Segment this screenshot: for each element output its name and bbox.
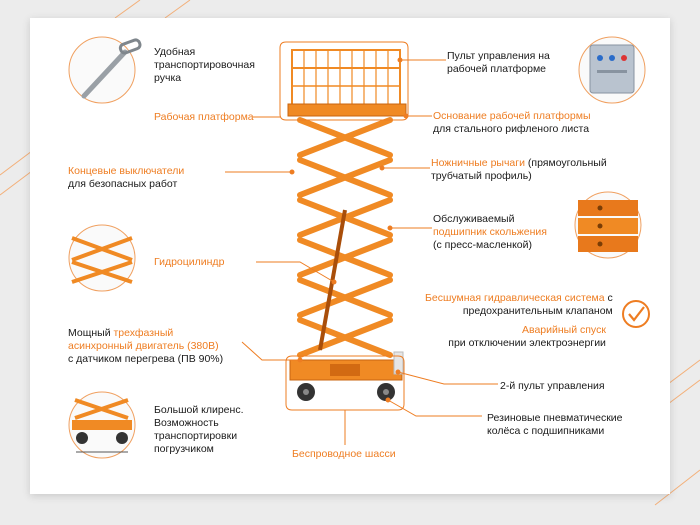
motor-label: Мощный трехфазный асинхронный двигатель …	[68, 327, 224, 365]
scissor-detail-thumbnail	[68, 224, 136, 292]
hydraulic-system-label: Бесшумная гидравлическая система с предо…	[425, 292, 613, 317]
control-panel-label: Пульт управления на рабочей платформе	[447, 50, 550, 75]
second-panel-label: 2-й пульт управления	[500, 380, 605, 392]
hydro-cylinder-label: Гидроцилиндр	[154, 256, 225, 268]
clearance-thumbnail	[68, 391, 136, 459]
handle-label: Удобная транспортировочная ручка	[154, 46, 255, 84]
work-platform-label: Рабочая платформа	[154, 111, 254, 123]
bearing-label: Обслуживаемый подшипник скольжения (с пр…	[433, 213, 547, 251]
scissor-arms-label: Ножничные рычаги (прямоугольный трубчаты…	[431, 157, 607, 182]
wheels-label: Резиновые пневматические колёса с подшип…	[487, 412, 623, 437]
clearance-label: Большой клиренс. Возможность транспортир…	[154, 404, 244, 455]
bearing-thumbnail	[574, 191, 642, 259]
limit-switch-label: Концевые выключатели для безопасных рабо…	[68, 165, 185, 190]
leader-lines	[225, 41, 498, 445]
checkmark-icon	[622, 300, 650, 328]
wireless-chassis-label: Беспроводное шасси	[292, 448, 396, 460]
control-panel-thumbnail	[578, 36, 646, 104]
scissor-lift-machine	[287, 49, 407, 401]
handle-thumbnail	[68, 36, 142, 104]
platform-base-label: Основание рабочей платформы для стальног…	[433, 110, 591, 135]
emergency-descent-label: Аварийный спуск при отключении электроэн…	[448, 324, 606, 349]
